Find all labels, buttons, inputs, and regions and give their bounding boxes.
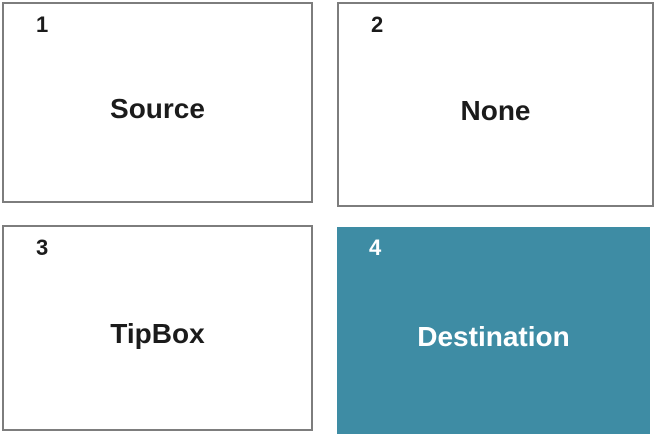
option-box-source[interactable]: 1 Source: [2, 2, 313, 203]
box-label: Destination: [417, 320, 570, 352]
box-label: TipBox: [110, 318, 205, 349]
box-number: 4: [369, 235, 382, 260]
option-box-tipbox[interactable]: 3 TipBox: [2, 225, 313, 431]
option-box-none[interactable]: 2 None: [337, 2, 654, 207]
option-box-destination-selected[interactable]: 4 Destination: [337, 227, 650, 434]
box-number: 1: [36, 12, 49, 37]
box-number: 2: [371, 12, 384, 37]
box-label: None: [460, 94, 531, 126]
box-label: Source: [110, 92, 205, 124]
box-number: 3: [36, 235, 49, 260]
